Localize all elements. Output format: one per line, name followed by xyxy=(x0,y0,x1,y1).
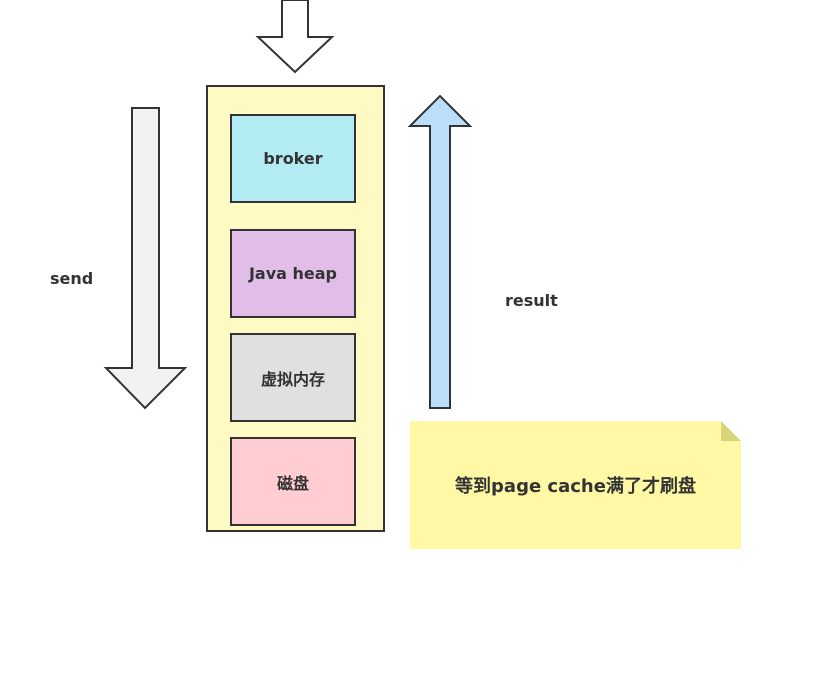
result-arrow xyxy=(407,94,473,409)
send-label: send xyxy=(50,269,94,288)
sticky-note-text: 等到page cache满了才刷盘 xyxy=(455,476,696,497)
layer-disk-label: 磁盘 xyxy=(276,473,309,493)
result-label: result xyxy=(505,291,558,310)
send-arrow xyxy=(103,107,188,410)
layer-broker: broker xyxy=(230,114,356,203)
sticky-note: 等到page cache满了才刷盘 xyxy=(410,421,741,549)
layer-virtual-memory: 虚拟内存 xyxy=(230,333,356,422)
layer-java-heap-label: Java heap xyxy=(248,264,338,283)
layer-java-heap: Java heap xyxy=(230,229,356,318)
incoming-arrow xyxy=(255,0,335,74)
layer-disk: 磁盘 xyxy=(230,437,356,526)
note-fold-corner xyxy=(721,421,741,441)
layer-virtual-memory-label: 虚拟内存 xyxy=(260,369,325,389)
layer-broker-label: broker xyxy=(263,149,323,168)
